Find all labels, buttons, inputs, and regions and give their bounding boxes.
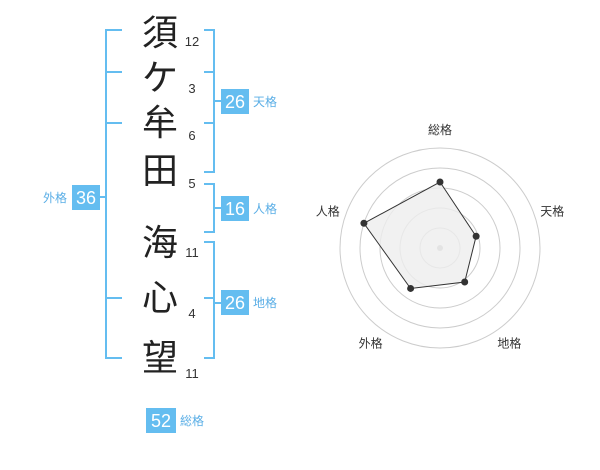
jinkaku-bracket	[204, 183, 215, 233]
tenkaku-badge-box	[221, 89, 249, 114]
tenkaku-bracket-a	[204, 29, 215, 73]
radar-axis-label-2: 天格	[540, 204, 564, 219]
radar-axis-label-5: 人格	[316, 204, 340, 219]
radar-grid-ring	[339, 147, 541, 349]
radar-point-5	[360, 219, 368, 227]
stroke-count-1: 12	[185, 34, 199, 49]
name-char-4: 田	[142, 151, 178, 192]
stroke-count-7: 11	[185, 366, 199, 381]
name-characters: 須 ケ 牟 田 海 心 望	[142, 13, 178, 379]
radar-point-1	[436, 178, 444, 186]
jinkaku-value: 16	[225, 199, 245, 219]
name-char-7: 望	[142, 338, 178, 379]
soukaku-badge-box	[146, 408, 176, 433]
tenkaku-label: 天格	[253, 94, 277, 109]
soukaku-badge: 52 総格	[146, 408, 204, 433]
name-char-3: 牟	[142, 103, 178, 144]
stroke-count-3: 6	[188, 128, 195, 143]
radar-point-4	[407, 284, 415, 292]
tenkaku-badge: 26 天格	[221, 89, 277, 114]
jinkaku-badge-box	[221, 196, 249, 221]
jinkaku-label: 人格	[253, 201, 277, 216]
chikaku-bracket	[204, 241, 215, 359]
gaikaku-badge: 外格 36	[43, 185, 100, 210]
radar-point-3	[461, 278, 469, 286]
kaku-badges: 26 天格 16 人格 26 地格 外格 36 52 総格	[43, 89, 277, 433]
bracket-lines	[96, 29, 222, 359]
radar-axis-label-4: 外格	[359, 336, 383, 351]
name-char-5: 海	[142, 223, 178, 264]
chikaku-value: 26	[225, 293, 245, 313]
jinkaku-badge: 16 人格	[221, 196, 277, 221]
radar-points	[360, 178, 480, 292]
name-char-6: 心	[142, 278, 178, 319]
radar-grid-ring	[359, 167, 521, 329]
tenkaku-bracket-c	[204, 122, 215, 173]
outer-bracket	[105, 29, 122, 359]
stroke-counts: 12 3 6 5 11 4 11	[185, 34, 199, 381]
stroke-count-4: 5	[188, 176, 195, 191]
tenkaku-bracket-b	[204, 71, 215, 124]
name-char-2: ケ	[142, 58, 178, 99]
stroke-count-6: 4	[188, 306, 195, 321]
stroke-count-5: 11	[185, 245, 199, 260]
gaikaku-badge-box	[72, 185, 100, 210]
chikaku-badge: 26 地格	[221, 290, 277, 315]
soukaku-label: 総格	[180, 413, 204, 428]
radar-axis-label-3: 地格	[497, 336, 521, 351]
radar-point-2	[472, 232, 480, 240]
stroke-count-2: 3	[188, 81, 195, 96]
gaikaku-value: 36	[76, 188, 96, 208]
chikaku-badge-box	[221, 290, 249, 315]
name-char-1: 須	[142, 13, 178, 54]
chikaku-label: 地格	[253, 295, 277, 310]
gaikaku-label: 外格	[43, 190, 67, 205]
radar-axis-label-1: 総格	[428, 122, 452, 137]
tenkaku-value: 26	[225, 92, 245, 112]
radar-series-area	[363, 181, 477, 290]
soukaku-value: 52	[151, 411, 171, 431]
